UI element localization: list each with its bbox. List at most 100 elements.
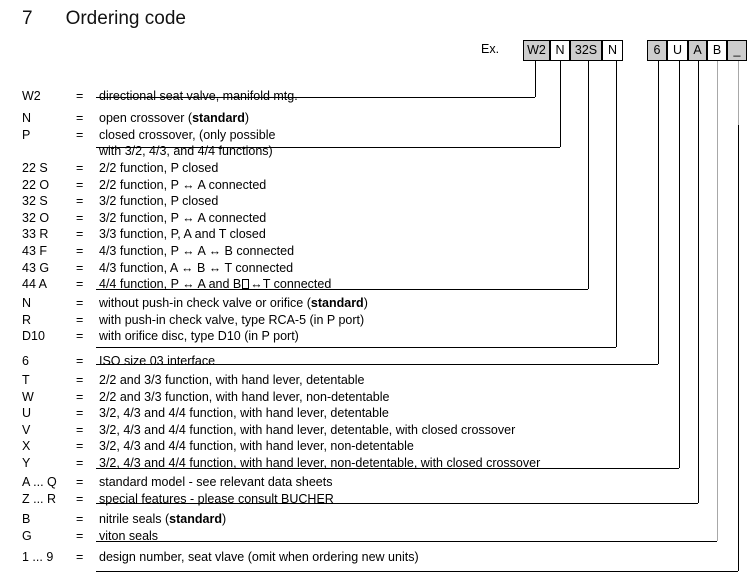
row-description: closed crossover, (only possible — [99, 127, 276, 142]
example-code-group1-box-4[interactable]: N — [602, 40, 623, 61]
row-equals: = — [76, 491, 84, 506]
row-equals: = — [76, 244, 84, 258]
row-equals: = — [76, 550, 84, 564]
row-code: 43 G — [22, 260, 50, 275]
row-code: W — [22, 389, 34, 404]
row-description: 4/3 function, A ↔ B ↔ T connected — [99, 260, 294, 275]
row-code: 44 A — [22, 277, 48, 292]
row-equals: = — [76, 177, 84, 192]
row-code: A ... Q — [22, 475, 57, 489]
row-description: 3/2 function, P closed — [99, 194, 219, 209]
connector-line-9-grey-stub — [738, 61, 739, 125]
row-description: open crossover (standard) — [99, 111, 250, 125]
row-equals: = — [76, 161, 84, 175]
example-code-group1-box-1[interactable]: W2 — [523, 40, 550, 61]
row-code: 6 — [22, 354, 29, 368]
row-description: 3/2 function, P ↔ A connected — [99, 210, 267, 225]
row-description-emphasis: standard — [169, 512, 222, 526]
row-description: 3/2, 4/3 and 4/4 function, with hand lev… — [99, 456, 541, 470]
example-code-group1-box-3[interactable]: 32S — [570, 40, 602, 61]
row-equals: = — [76, 512, 84, 526]
row-equals: = — [76, 89, 84, 103]
row-equals: = — [76, 354, 84, 368]
row-equals: = — [76, 422, 84, 437]
row-equals: = — [76, 528, 84, 543]
row-description: standard model - see relevant data sheet… — [99, 475, 333, 489]
row-code: 32 O — [22, 210, 50, 225]
row-code: B — [22, 512, 31, 526]
connector-line-3 — [588, 61, 589, 289]
page-header: 7 Ordering code — [22, 8, 186, 30]
row-description: 2/2 and 3/3 function, with hand lever, d… — [99, 373, 365, 387]
row-equals: = — [76, 456, 84, 470]
missing-glyph-box — [242, 279, 250, 290]
row-description-continued: with 3/2, 4/3, and 4/4 functions) — [99, 144, 273, 159]
row-equals: = — [76, 439, 84, 454]
row-equals: = — [76, 260, 84, 275]
group-separator-9 — [96, 571, 738, 572]
row-description: 2/2 and 3/3 function, with hand lever, n… — [99, 389, 390, 404]
row-description: 3/2, 4/3 and 4/4 function, with hand lev… — [99, 439, 414, 454]
connector-line-6 — [679, 61, 680, 468]
row-code: 32 S — [22, 194, 48, 209]
row-description: 2/2 function, P ↔ A connected — [99, 177, 267, 192]
row-code: W2 — [22, 89, 41, 103]
row-description: with orifice disc, type D10 (in P port) — [99, 329, 299, 344]
page-title: Ordering code — [65, 8, 186, 29]
row-description: 3/2, 4/3 and 4/4 function, with hand lev… — [99, 406, 389, 421]
row-code: N — [22, 111, 32, 125]
example-code-group2-box-3[interactable]: A — [688, 40, 707, 61]
group-separator-4 — [96, 347, 616, 348]
row-description-emphasis: standard — [192, 111, 245, 125]
row-code: Y — [22, 456, 31, 470]
row-code: D10 — [22, 329, 45, 344]
group-separator-3 — [96, 289, 588, 290]
row-code: G — [22, 528, 32, 543]
group-separator-1 — [96, 97, 535, 98]
row-equals: = — [76, 389, 84, 404]
row-code: X — [22, 439, 31, 454]
example-code-group1-box-2[interactable]: N — [550, 40, 570, 61]
connector-line-5 — [658, 61, 659, 364]
example-code-group2-box-5[interactable]: _ — [727, 40, 747, 61]
row-description: viton seals — [99, 528, 159, 543]
row-description-emphasis: standard — [310, 296, 364, 310]
row-code: V — [22, 422, 31, 437]
row-code: R — [22, 312, 32, 327]
connector-line-8 — [717, 61, 718, 541]
row-code: 1 ... 9 — [22, 550, 54, 564]
connector-line-7 — [698, 61, 699, 503]
group-separator-2 — [96, 147, 560, 148]
row-equals: = — [76, 312, 84, 327]
row-description: 3/2, 4/3 and 4/4 function, with hand lev… — [99, 422, 516, 437]
row-code: Z ... R — [22, 491, 57, 506]
row-code: N — [22, 296, 32, 310]
example-code-group2-box-2[interactable]: U — [667, 40, 688, 61]
row-description: directional seat valve, manifold mtg. — [99, 89, 298, 103]
row-description: special features - please consult BUCHER — [99, 491, 334, 506]
row-code: 22 O — [22, 177, 50, 192]
row-equals: = — [76, 475, 84, 489]
row-description: 4/4 function, P ↔ A and B↔T connected — [99, 277, 332, 292]
row-description: 3/3 function, P, A and T closed — [99, 227, 266, 242]
group-separator-5 — [96, 364, 658, 365]
row-equals: = — [76, 406, 84, 421]
row-code: T — [22, 373, 30, 387]
group-separator-6 — [96, 468, 679, 469]
row-equals: = — [76, 194, 84, 209]
page-section-number: 7 — [22, 8, 33, 29]
example-code-group2-box-4[interactable]: B — [707, 40, 727, 61]
row-code: 33 R — [22, 227, 49, 242]
row-equals: = — [76, 227, 84, 242]
row-equals: = — [76, 111, 84, 125]
row-code: P — [22, 127, 31, 142]
row-equals: = — [76, 296, 84, 310]
connector-line-4 — [616, 61, 617, 347]
row-description: 2/2 function, P closed — [99, 161, 219, 175]
example-label: Ex. — [481, 42, 500, 56]
example-code-group2-box-1[interactable]: 6 — [647, 40, 667, 61]
row-equals: = — [76, 277, 84, 292]
row-equals: = — [76, 210, 84, 225]
group-separator-8 — [96, 541, 717, 542]
